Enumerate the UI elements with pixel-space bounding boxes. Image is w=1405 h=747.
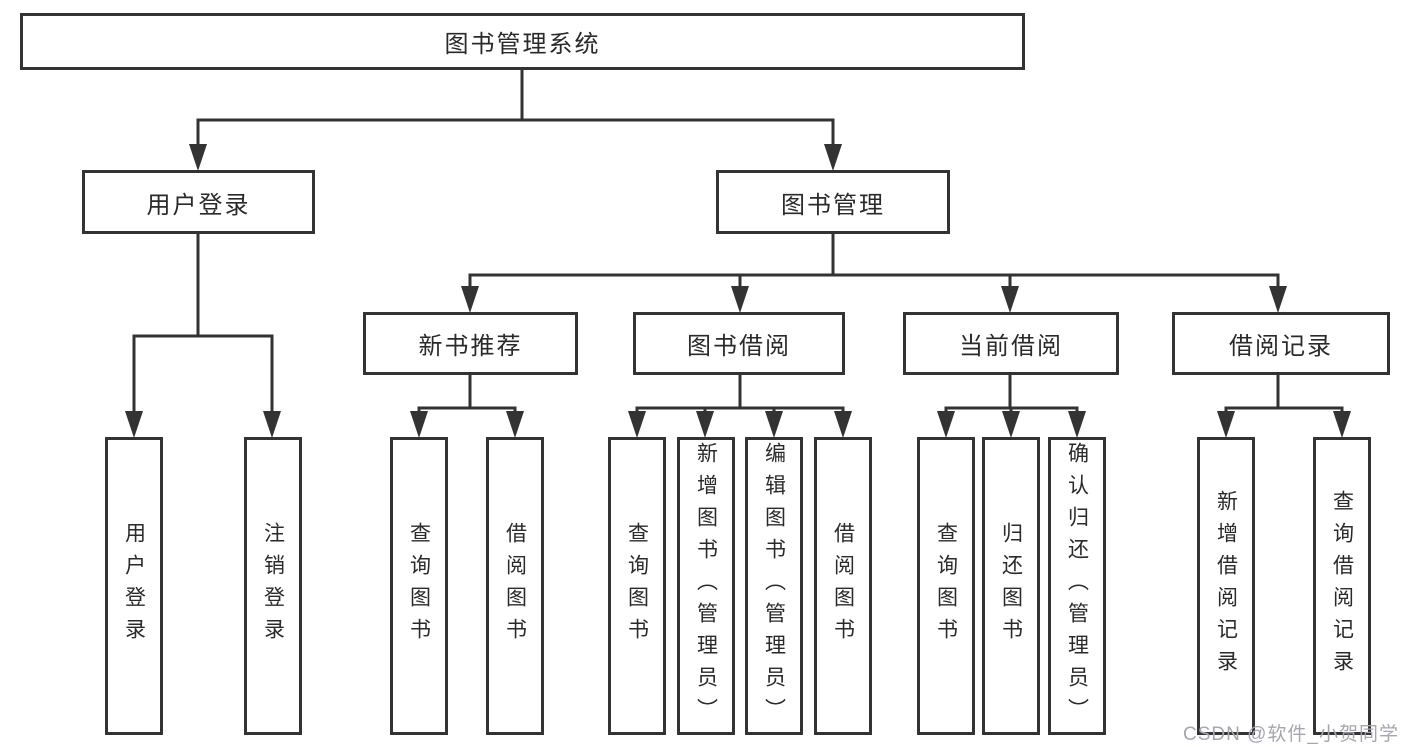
- leaf-label: 新增图书（管理员）: [694, 442, 718, 730]
- node-leaf-logout: 注销登录: [244, 437, 302, 735]
- leaf-label: 查询图书: [625, 522, 649, 650]
- node-leaf-cb-confirm-return-admin: 确认归还（管理员）: [1048, 437, 1106, 735]
- leaf-label: 新增借阅记录: [1214, 490, 1238, 682]
- leaf-label: 归还图书: [999, 522, 1023, 650]
- connector-book-borrowing-children: [628, 375, 852, 438]
- node-leaf-br-query-record: 查询借阅记录: [1313, 437, 1371, 735]
- node-current-borrowing: 当前借阅: [903, 312, 1119, 375]
- node-leaf-bb-query-books: 查询图书: [608, 437, 666, 735]
- node-leaf-bb-add-books-admin: 新增图书（管理员）: [677, 437, 735, 735]
- node-leaf-user-login: 用户登录: [105, 437, 163, 735]
- node-root-system: 图书管理系统: [20, 13, 1025, 70]
- leaf-label: 注销登录: [261, 522, 285, 650]
- connector-new-book-children: [410, 375, 524, 438]
- node-leaf-br-add-record: 新增借阅记录: [1197, 437, 1255, 735]
- leaf-label: 查询借阅记录: [1330, 490, 1354, 682]
- leaf-label: 借阅图书: [831, 522, 855, 650]
- connector-book-management-children: [461, 233, 1287, 313]
- node-leaf-cb-query-books: 查询图书: [917, 437, 975, 735]
- node-leaf-bb-edit-books-admin: 编辑图书（管理员）: [745, 437, 803, 735]
- node-user-login: 用户登录: [82, 170, 315, 234]
- leaf-label: 编辑图书（管理员）: [762, 442, 786, 730]
- connector-current-borrowing-children: [937, 375, 1086, 438]
- node-leaf-cb-return-books: 归还图书: [982, 437, 1040, 735]
- leaf-label: 查询图书: [934, 522, 958, 650]
- node-borrowing-records: 借阅记录: [1172, 312, 1390, 375]
- connector-root-to-level2: [189, 69, 842, 171]
- leaf-label: 借阅图书: [503, 522, 527, 650]
- node-leaf-nb-borrow-books: 借阅图书: [486, 437, 544, 735]
- connector-user-login-children: [125, 233, 281, 438]
- leaf-label: 用户登录: [122, 522, 146, 650]
- leaf-label: 查询图书: [407, 522, 431, 650]
- node-book-borrowing: 图书借阅: [633, 312, 845, 375]
- connector-borrowing-records-children: [1217, 375, 1351, 438]
- node-leaf-nb-query-books: 查询图书: [390, 437, 448, 735]
- node-book-management: 图书管理: [716, 170, 950, 234]
- csdn-watermark: CSDN @软件_小贺同学: [1183, 724, 1399, 745]
- node-leaf-bb-borrow-books: 借阅图书: [814, 437, 872, 735]
- leaf-label: 确认归还（管理员）: [1065, 442, 1089, 730]
- node-new-book-recommend: 新书推荐: [363, 312, 578, 375]
